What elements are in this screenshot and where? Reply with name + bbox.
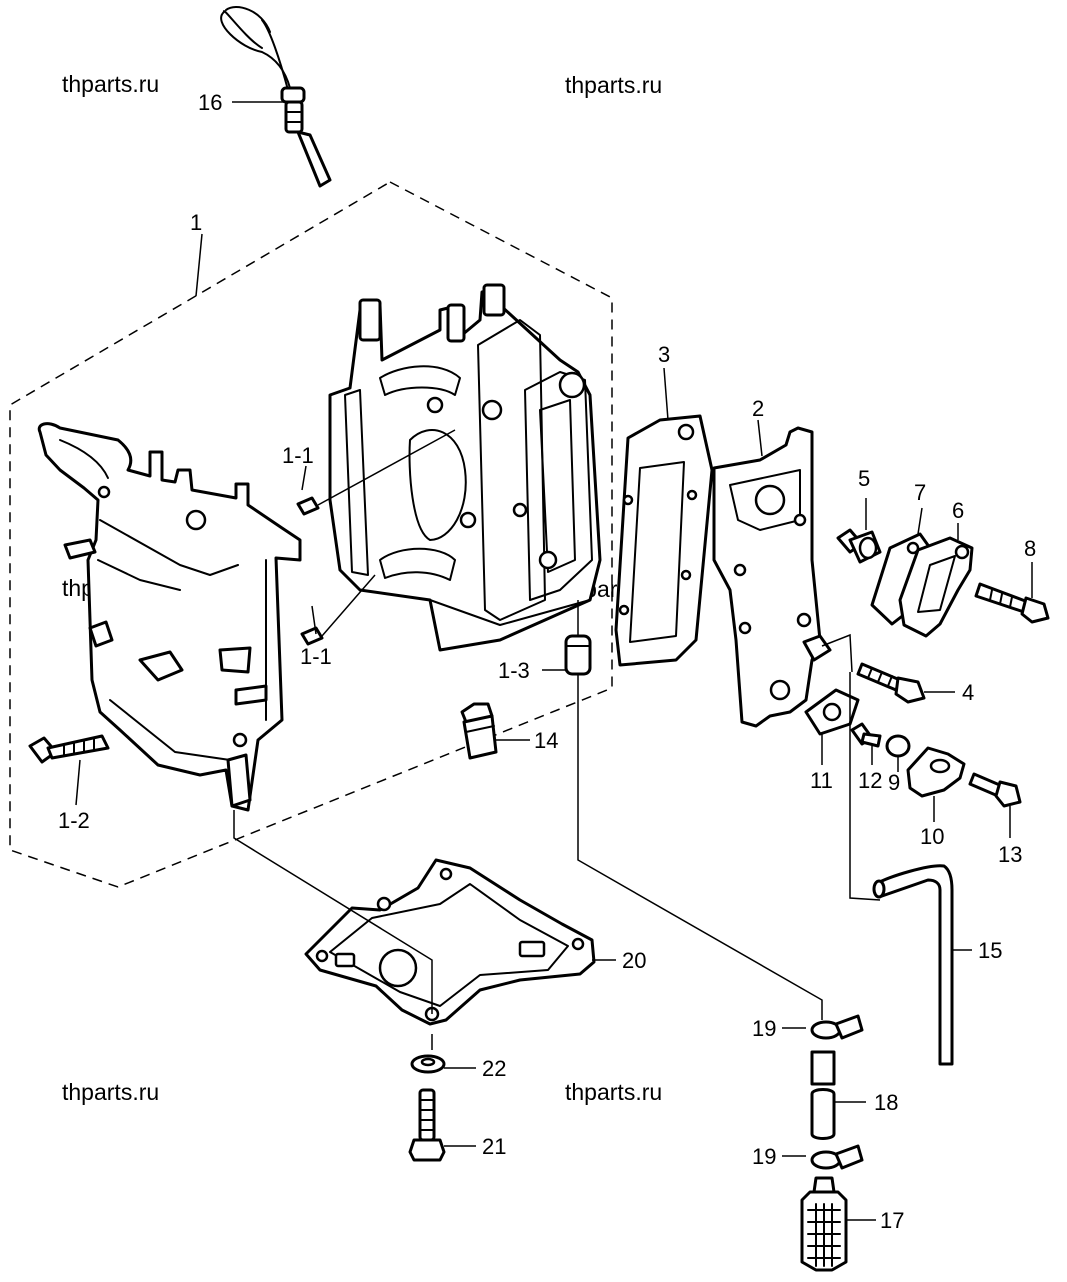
callout-labels: 1 1-1 1-1 1-2 1-3 2 3 4 5 6 7 8 9 10 11 …: [58, 90, 1036, 1233]
bracket-leader-4: [821, 633, 853, 673]
callout-12: 12: [858, 768, 882, 793]
part-16-dipstick[interactable]: [220, 5, 332, 188]
callout-15: 15: [978, 938, 1002, 963]
part-1-1-dowel-pins[interactable]: [296, 429, 456, 646]
part-8-bolt[interactable]: [974, 562, 1050, 624]
callout-22: 22: [482, 1056, 506, 1081]
callout-8: 8: [1024, 536, 1036, 561]
part-12-fitting[interactable]: [850, 722, 882, 765]
part-19-clamp-lower[interactable]: [782, 1144, 864, 1170]
part-1-3-sleeve[interactable]: [564, 600, 592, 676]
callout-21: 21: [482, 1134, 506, 1159]
hose-routing-line: [849, 672, 881, 901]
part-18-tube[interactable]: [810, 1050, 866, 1140]
routing-line-sleeve: [577, 674, 823, 1020]
callout-9: 9: [888, 770, 900, 795]
part-5-fitting[interactable]: [836, 498, 882, 564]
callout-1-2: 1-2: [58, 808, 90, 833]
callout-16: 16: [198, 90, 222, 115]
watermark-top-right: thparts.ru: [565, 72, 662, 98]
part-9-sleeve[interactable]: [885, 734, 911, 772]
callout-5: 5: [858, 466, 870, 491]
routing-line-crankcase: [233, 810, 433, 1014]
callout-4: 4: [962, 680, 974, 705]
callout-13: 13: [998, 842, 1022, 867]
watermark-top-left: thparts.ru: [62, 71, 159, 97]
assembly-1-boundary: [9, 181, 613, 888]
callout-14: 14: [534, 728, 558, 753]
part-11-gasket[interactable]: [804, 688, 860, 765]
callout-18: 18: [874, 1090, 898, 1115]
part-15-hose[interactable]: [872, 864, 972, 1066]
callout-17: 17: [880, 1208, 904, 1233]
watermark-bottom-left: thparts.ru: [62, 1079, 159, 1105]
callout-19-lower: 19: [752, 1144, 776, 1169]
part-1-2-bolt[interactable]: [28, 734, 110, 764]
part-4-bolt[interactable]: [856, 662, 955, 704]
part-10-cover[interactable]: [906, 746, 966, 822]
callout-20: 20: [622, 948, 646, 973]
part-6-housing[interactable]: [898, 523, 974, 638]
part-13-bolt[interactable]: [968, 772, 1022, 838]
part-3-gasket[interactable]: [614, 414, 714, 667]
callout-10: 10: [920, 824, 944, 849]
part-22-washer[interactable]: [410, 1034, 476, 1074]
callout-1-1-lower: 1-1: [300, 644, 332, 669]
callout-1: 1: [190, 210, 202, 235]
watermark-bottom-right: thparts.ru: [565, 1079, 662, 1105]
cylinder-block[interactable]: [328, 283, 602, 652]
callout-11: 11: [810, 768, 833, 793]
callout-2: 2: [752, 396, 764, 421]
crankcase[interactable]: [37, 422, 302, 812]
part-2-cover[interactable]: [712, 426, 832, 728]
part-14-anode[interactable]: [460, 702, 530, 760]
callout-3: 3: [658, 342, 670, 367]
callout-6: 6: [952, 498, 964, 523]
leader-lines: [75, 101, 763, 806]
part-21-bolt[interactable]: [408, 1088, 476, 1162]
callout-19-upper: 19: [752, 1016, 776, 1041]
part-17-filter[interactable]: [800, 1176, 876, 1272]
callout-1-3: 1-3: [498, 658, 530, 683]
part-20-base-gasket[interactable]: [304, 858, 616, 1026]
callout-7: 7: [914, 480, 926, 505]
part-19-clamp-upper[interactable]: [782, 1014, 864, 1040]
callout-1-1-upper: 1-1: [282, 443, 314, 468]
